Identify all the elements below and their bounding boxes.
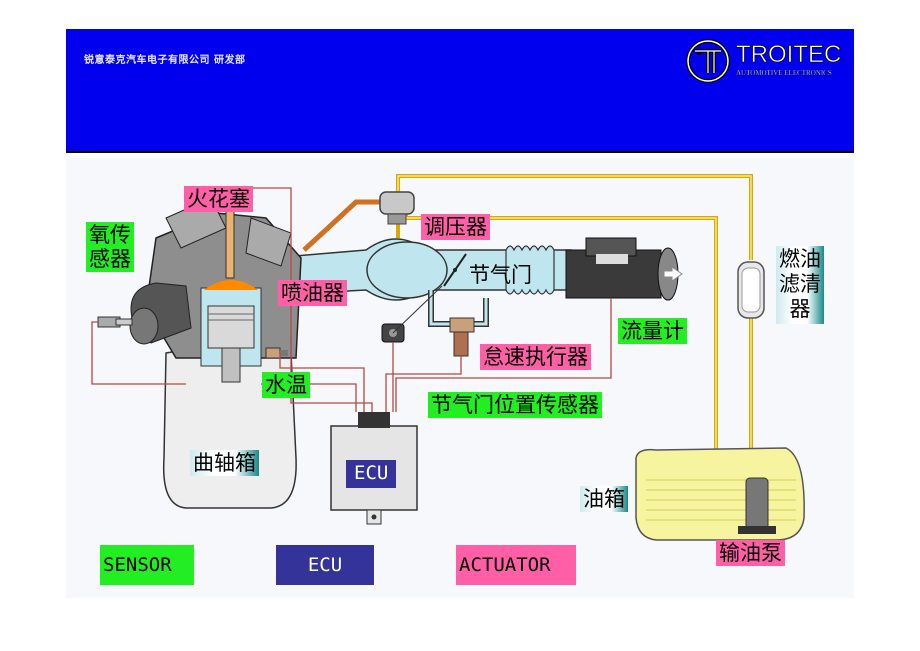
label-oxygen-sensor: 氧传 感器 — [86, 222, 134, 273]
fuel-injection-diagram: 火花塞 调压器 氧传 感器 喷油器 节气门 流量计 燃油 滤清 器 怠速执行器 … — [66, 158, 854, 598]
logo-subtitle: AUTOMOTIVE ELECTRONICS — [736, 69, 832, 77]
header-banner: 锐意泰克汽车电子有限公司 研发部 TROITEC AUTOMOTIVE ELEC… — [66, 29, 854, 153]
pressure-regulator-icon — [379, 191, 415, 225]
troitec-logo: TROITEC AUTOMOTIVE ELECTRONICS — [686, 39, 846, 85]
label-water-temp: 水温 — [262, 372, 310, 399]
label-spark-plug: 火花塞 — [184, 186, 253, 213]
label-fuel-pump: 输油泵 — [716, 540, 785, 567]
label-ecu: ECU — [346, 460, 397, 488]
legend-sensor: SENSOR — [100, 545, 194, 585]
logo-wordmark: TROITEC — [736, 41, 842, 69]
company-name: 锐意泰克汽车电子有限公司 研发部 — [84, 55, 246, 66]
label-throttle-position-sensor: 节气门位置传感器 — [428, 392, 602, 419]
label-throttle: 节气门 — [469, 263, 532, 287]
fuel-filter-icon — [737, 261, 765, 319]
label-pressure-regulator: 调压器 — [421, 214, 490, 241]
label-idle-actuator: 怠速执行器 — [480, 344, 591, 371]
throttle-position-sensor-icon — [381, 285, 443, 343]
legend-actuator: ACTUATOR — [456, 545, 576, 585]
label-flow-meter: 流量计 — [618, 318, 687, 345]
label-crankcase: 曲轴箱 — [190, 450, 259, 477]
fuel-tank-icon — [635, 447, 805, 541]
oxygen-sensor-icon — [97, 316, 133, 328]
label-injector: 喷油器 — [278, 280, 347, 307]
logo-tt-icon — [686, 39, 730, 83]
idle-air-valve-icon — [428, 290, 489, 357]
label-fuel-filter: 燃油 滤清 器 — [776, 246, 824, 324]
air-flow-meter-icon — [565, 237, 683, 301]
legend-ecu: ECU — [276, 545, 374, 585]
label-fuel-tank: 油箱 — [580, 486, 628, 513]
